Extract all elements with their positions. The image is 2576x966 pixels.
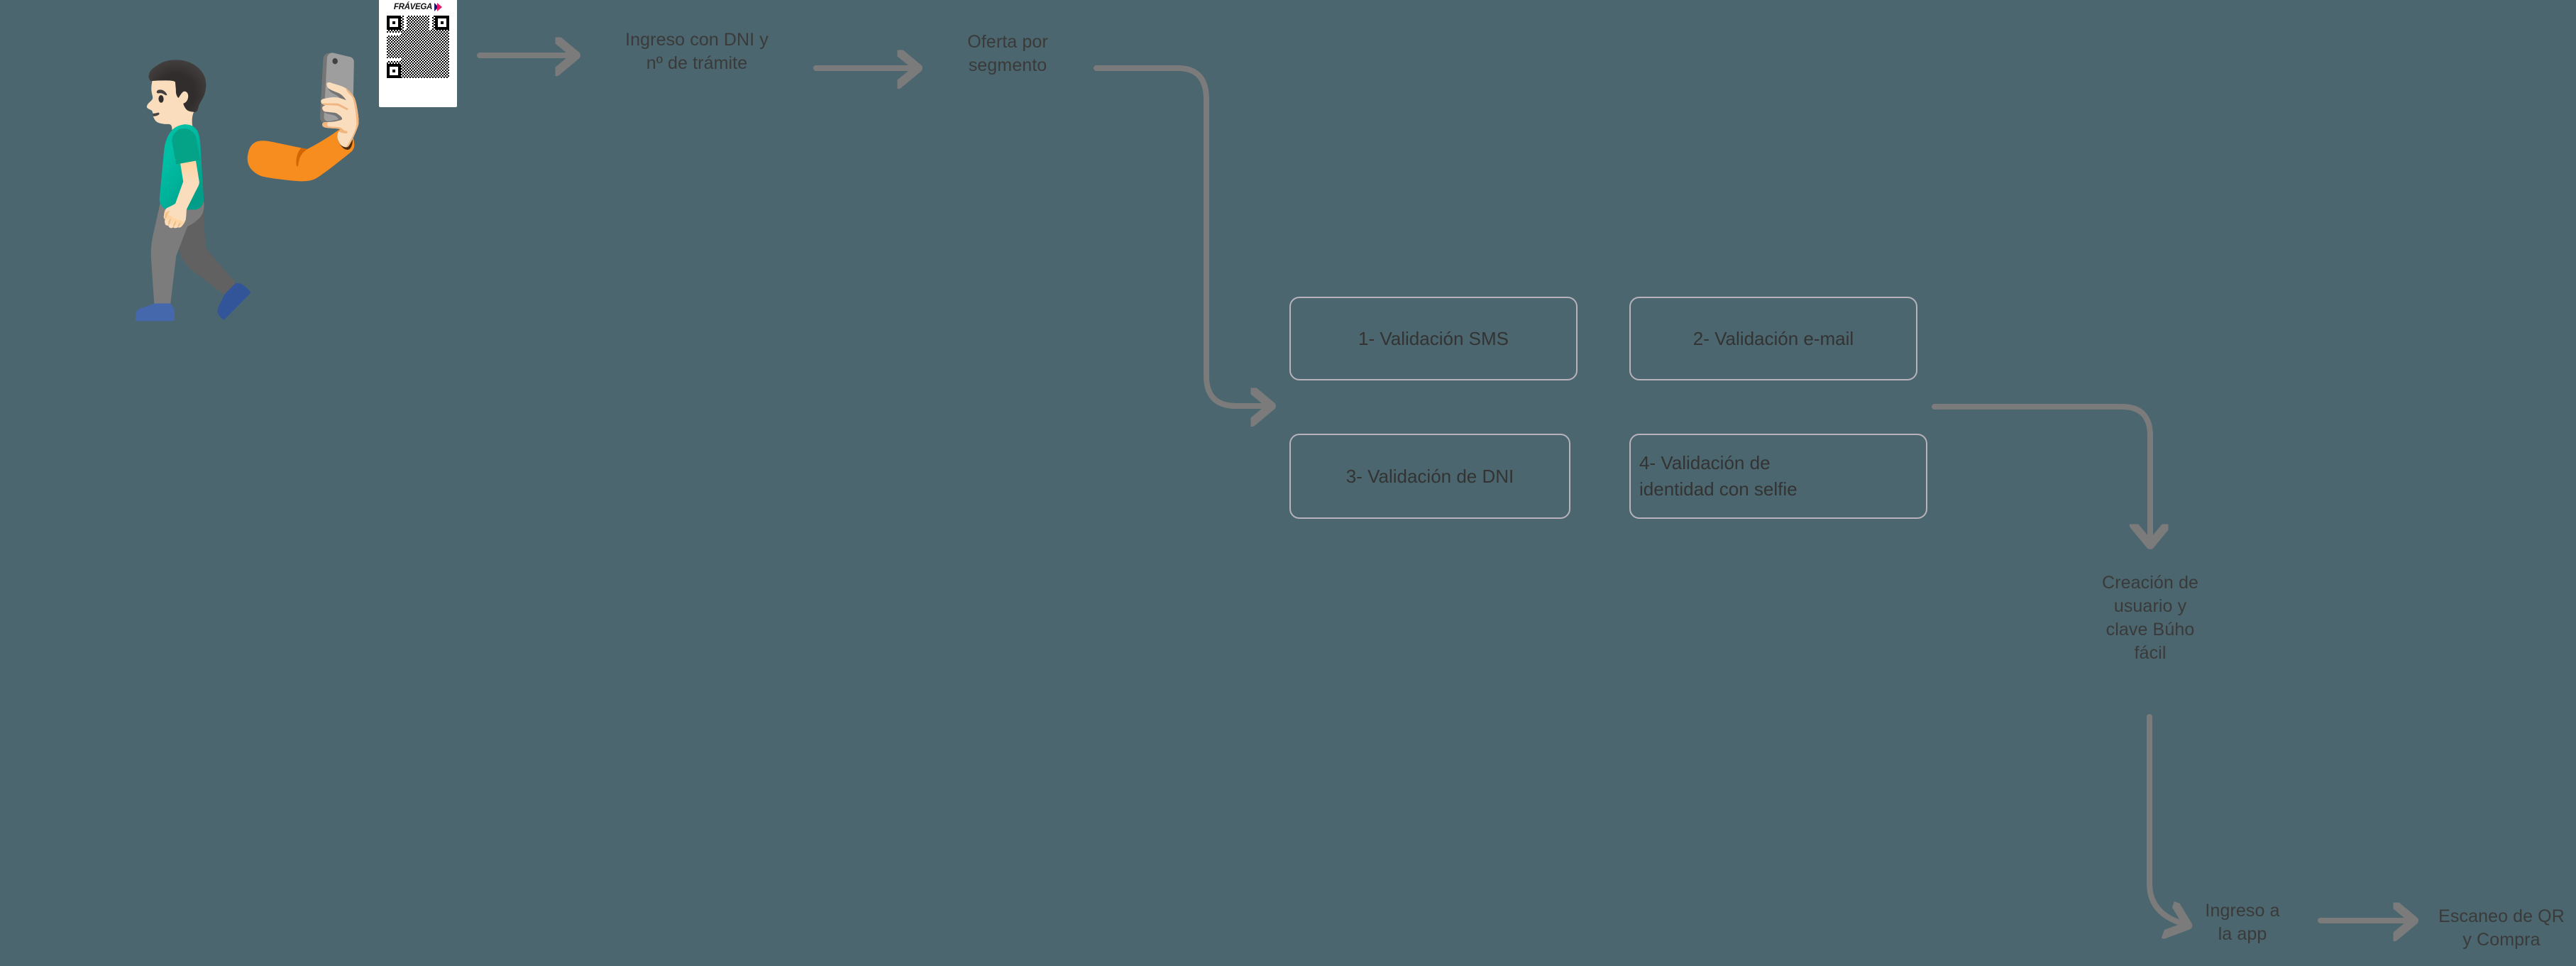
man-walking-emoji: 🚶🏻‍♂️	[43, 53, 343, 323]
qr-code-icon	[387, 16, 449, 78]
validation-box-selfie[interactable]: 4- Validación de identidad con selfie	[1629, 434, 1927, 519]
validation-dni-label: 3- Validación de DNI	[1345, 465, 1514, 487]
fravega-chevron-icon	[434, 3, 443, 11]
step-ingreso-app-label: Ingreso a la app	[2205, 901, 2280, 944]
step-oferta-segmento-label: Oferta por segmento	[967, 32, 1048, 75]
selfie-hand-holding-phone-emoji: 🤳🏻	[234, 50, 385, 185]
validation-box-dni[interactable]: 3- Validación de DNI	[1289, 434, 1570, 519]
curved-arrow-down-right-icon	[2147, 714, 2180, 923]
fravega-qr-card[interactable]: FRÁVEGA	[379, 0, 457, 107]
elbow-arrow-down-right-icon	[1094, 65, 1263, 406]
validation-box-email[interactable]: 2- Validación e-mail	[1629, 297, 1917, 380]
step-escaneo-qr-label: Escaneo de QR y Compra	[2438, 906, 2565, 950]
validation-box-sms[interactable]: 1- Validación SMS	[1289, 297, 1578, 380]
validation-sms-label: 1- Validación SMS	[1358, 327, 1509, 349]
validation-selfie-label: 4- Validación de identidad con selfie	[1639, 452, 1798, 500]
step-creacion-usuario-label: Creación de usuario y clave Búho fácil	[2102, 573, 2198, 663]
step-ingreso-dni-label: Ingreso con DNI y nº de trámite	[625, 30, 769, 73]
elbow-arrow-right-down-icon	[1932, 404, 2150, 537]
validation-email-label: 2- Validación e-mail	[1692, 327, 1854, 349]
fravega-wordmark: FRÁVEGA	[393, 3, 433, 11]
fravega-logo: FRÁVEGA	[393, 1, 443, 13]
